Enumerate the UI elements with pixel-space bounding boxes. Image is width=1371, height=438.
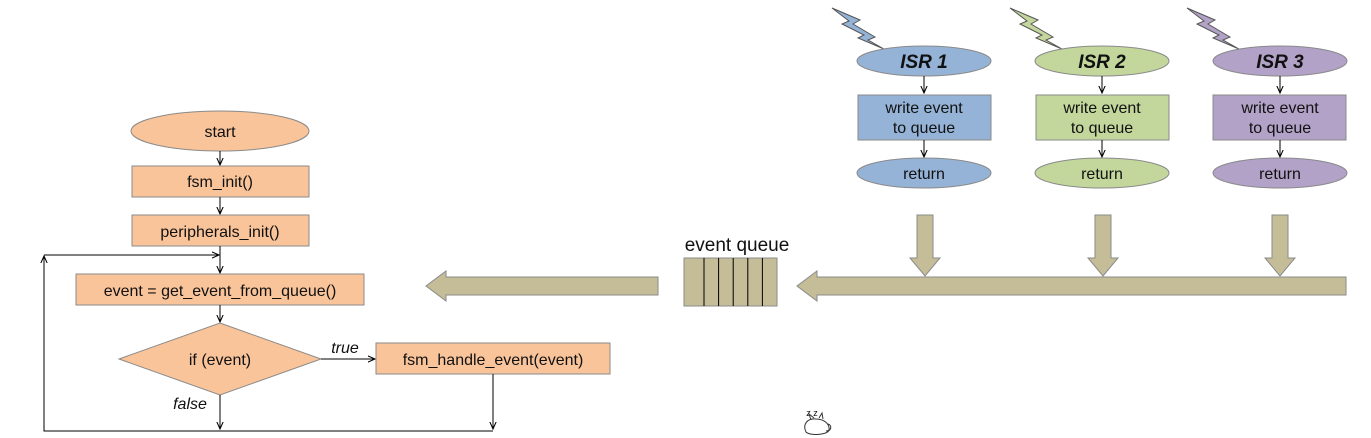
isr3-return-node	[1212, 157, 1348, 189]
lightning-icon	[1186, 7, 1240, 50]
isr3-write-line2: to queue	[1249, 120, 1311, 137]
event-queue-label: event queue	[685, 235, 790, 256]
isr1-column: ISR 1 write event to queue return	[831, 7, 992, 189]
lightning-icon	[831, 7, 885, 50]
handle-event-node	[375, 342, 611, 375]
fsm-init-label: fsm_init()	[187, 174, 253, 191]
isr3-down-arrow	[1263, 214, 1297, 277]
sleep-cat-body	[804, 411, 830, 435]
isr2-write-line2: to queue	[1071, 120, 1133, 137]
sleeping-cat-icon: z z	[804, 408, 832, 435]
get-event-label: event = get_event_from_queue()	[104, 283, 337, 300]
isr1-return-label: return	[903, 166, 945, 183]
isr2-write-node	[1035, 94, 1170, 141]
event-queue-group: event queue	[683, 235, 790, 307]
isr1-write-node	[857, 94, 992, 141]
loop-back-line	[44, 256, 493, 432]
isr2-write-line1: write event	[1062, 100, 1141, 117]
isr2-return-label: return	[1081, 166, 1123, 183]
false-label: false	[173, 396, 207, 413]
isr3-column: ISR 3 write event to queue return	[1186, 7, 1348, 189]
isr-bus-arrow	[796, 270, 1347, 302]
main-flowchart: start fsm_init() peripherals_init() even…	[44, 110, 611, 432]
isr3-title: ISR 3	[1256, 52, 1304, 73]
sleep-cat-tail	[825, 423, 832, 432]
isr3-write-line1: write event	[1240, 100, 1319, 117]
handle-event-label: fsm_handle_event(event)	[403, 352, 584, 369]
fsm-init-node	[131, 165, 310, 198]
isr2-return-node	[1034, 157, 1170, 189]
queue-to-main-arrow	[425, 270, 659, 302]
lightning-icon	[1009, 7, 1063, 50]
isr3-write-node	[1212, 94, 1347, 141]
true-label: true	[331, 340, 359, 357]
isr1-write-line2: to queue	[893, 120, 955, 137]
isr1-write-line1: write event	[884, 100, 963, 117]
sleep-zz: z z	[806, 408, 818, 418]
peripherals-init-label: peripherals_init()	[160, 224, 279, 241]
isr1-down-arrow	[908, 214, 942, 277]
get-event-node	[75, 273, 365, 306]
isr1-return-node	[856, 157, 992, 189]
isr3-return-label: return	[1259, 166, 1301, 183]
isr1-title: ISR 1	[900, 52, 948, 73]
decision-label: if (event)	[189, 352, 251, 369]
isr2-column: ISR 2 write event to queue return	[1009, 7, 1170, 189]
isr2-down-arrow	[1086, 214, 1120, 277]
event-queue-box	[683, 257, 778, 307]
event-queue-slots	[703, 258, 763, 306]
start-label: start	[204, 124, 236, 141]
isr2-title: ISR 2	[1078, 52, 1126, 73]
